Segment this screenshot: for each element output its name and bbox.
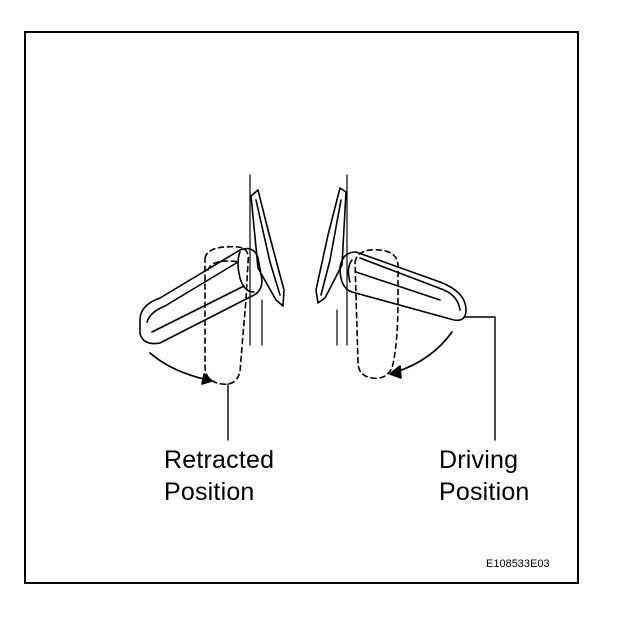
retracted-position-label: Retracted (164, 446, 275, 474)
driving-position-label: Driving (439, 446, 519, 474)
figure-frame (24, 31, 579, 584)
driving-position-label-line2: Position (439, 478, 530, 506)
driving-leader-line (463, 316, 496, 441)
right-mirror (315, 174, 467, 380)
left-mirror (139, 174, 285, 386)
figure-code: E108533E03 (486, 558, 550, 570)
retracted-position-label-line2: Position (164, 478, 255, 506)
